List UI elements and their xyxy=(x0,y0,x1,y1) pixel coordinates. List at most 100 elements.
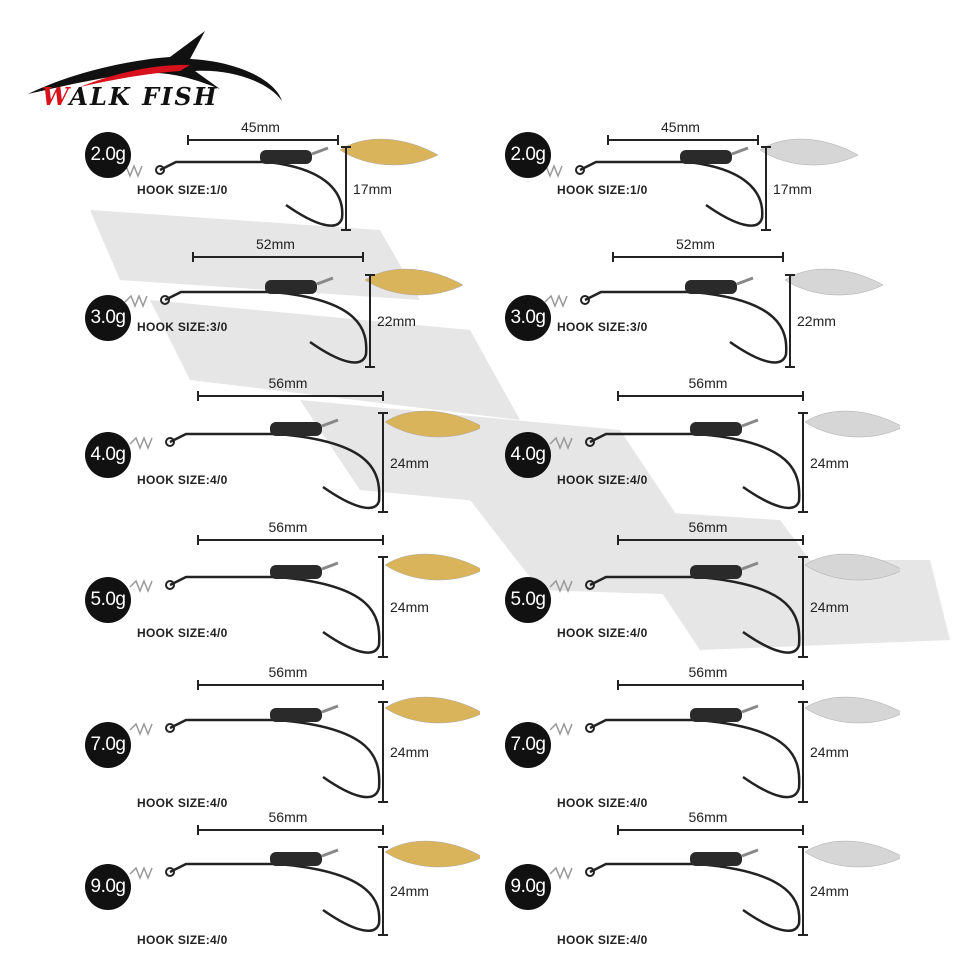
screw-spring-icon xyxy=(549,435,573,451)
screw-spring-icon xyxy=(124,293,148,309)
screw-spring-icon xyxy=(129,578,153,594)
length-dimension-line xyxy=(612,252,784,262)
weight-body xyxy=(270,565,322,579)
product-variant: 2.0g HOOK SIZE:1/0 45mm 17mm xyxy=(420,0,900,231)
length-label: 45mm xyxy=(661,119,700,135)
weight-body xyxy=(690,565,742,579)
weight-badge: 7.0g xyxy=(85,722,131,768)
screw-spring-icon xyxy=(129,721,153,737)
weight-badge: 3.0g xyxy=(505,295,551,341)
weight-badge: 5.0g xyxy=(85,577,131,623)
weight-body xyxy=(270,422,322,436)
hook-illustration xyxy=(549,391,900,513)
height-dimension-line xyxy=(785,274,795,368)
height-label: 24mm xyxy=(390,883,429,899)
product-variant: 5.0g HOOK SIZE:4/0 56mm 24mm xyxy=(0,0,480,658)
height-dimension-line xyxy=(798,556,808,658)
willow-blade xyxy=(804,840,900,868)
hook-size-label: HOOK SIZE:4/0 xyxy=(137,626,228,640)
willow-blade xyxy=(339,138,439,166)
height-dimension-line xyxy=(761,146,771,231)
length-dimension-line xyxy=(187,135,339,145)
hook-size-label: HOOK SIZE:3/0 xyxy=(137,320,228,334)
hook-size-label: HOOK SIZE:4/0 xyxy=(557,473,648,487)
weight-body xyxy=(685,280,737,294)
product-variant: 3.0g HOOK SIZE:3/0 52mm 22mm xyxy=(420,0,900,368)
weight-badge: 9.0g xyxy=(505,864,551,910)
length-label: 56mm xyxy=(268,519,308,535)
willow-blade xyxy=(759,138,859,166)
shark-logo-icon xyxy=(28,31,282,101)
length-dimension-line xyxy=(197,535,384,545)
product-variant: 9.0g HOOK SIZE:4/0 56mm 24mm xyxy=(420,0,900,947)
height-label: 17mm xyxy=(353,180,392,197)
height-label: 24mm xyxy=(810,454,849,471)
willow-blade xyxy=(384,410,480,438)
hook-size-label: HOOK SIZE:4/0 xyxy=(137,796,228,810)
height-label: 24mm xyxy=(810,744,849,760)
screw-spring-icon xyxy=(129,865,153,881)
height-label: 24mm xyxy=(390,599,429,615)
length-dimension-line xyxy=(617,825,804,835)
weight-body xyxy=(690,852,742,866)
willow-blade xyxy=(804,553,900,581)
height-dimension-line xyxy=(378,846,388,936)
screw-spring-icon xyxy=(549,578,573,594)
weight-badge: 4.0g xyxy=(505,432,551,478)
length-dimension-line xyxy=(617,391,804,401)
length-dimension-line xyxy=(192,252,364,262)
hook-illustration xyxy=(539,135,859,231)
willow-blade xyxy=(804,410,900,438)
height-label: 24mm xyxy=(810,599,849,615)
hook-size-label: HOOK SIZE:4/0 xyxy=(557,933,648,947)
hook-illustration xyxy=(129,825,480,936)
height-label: 24mm xyxy=(810,883,849,899)
weight-body xyxy=(690,708,742,722)
screw-spring-icon xyxy=(549,721,573,737)
height-dimension-line xyxy=(341,146,351,231)
willow-blade xyxy=(784,268,884,296)
product-variant: 3.0g HOOK SIZE:3/0 52mm 22mm xyxy=(0,0,480,368)
weight-badge: 2.0g xyxy=(85,132,131,178)
product-variant: 5.0g HOOK SIZE:4/0 56mm 24mm xyxy=(420,0,900,658)
screw-spring-icon xyxy=(549,865,573,881)
screw-spring-icon xyxy=(129,435,153,451)
hook-illustration xyxy=(549,825,900,936)
hook-illustration xyxy=(549,535,900,658)
hook-size-label: HOOK SIZE:1/0 xyxy=(137,183,228,197)
hook-illustration xyxy=(129,391,480,513)
weight-badge: 3.0g xyxy=(85,295,131,341)
willow-blade xyxy=(384,840,480,868)
length-dimension-line xyxy=(617,680,804,690)
weight-body xyxy=(270,708,322,722)
product-variant: 2.0g HOOK SIZE:1/0 45mm 17mm xyxy=(0,0,480,231)
length-dimension-line xyxy=(617,535,804,545)
height-label: 22mm xyxy=(797,313,836,329)
product-variant: 7.0g HOOK SIZE:4/0 56mm 24mm xyxy=(0,0,480,810)
weight-badge: 5.0g xyxy=(505,577,551,623)
hook-illustration xyxy=(129,680,480,803)
hook-size-label: HOOK SIZE:4/0 xyxy=(137,933,228,947)
weight-body xyxy=(270,852,322,866)
brand-logo: WALK FISH xyxy=(20,14,290,114)
hook-illustration xyxy=(549,680,900,803)
length-label: 52mm xyxy=(256,236,295,252)
logo-text: WALK FISH xyxy=(42,82,219,111)
product-variant: 9.0g HOOK SIZE:4/0 56mm 24mm xyxy=(0,0,480,947)
length-label: 52mm xyxy=(676,236,715,252)
height-dimension-line xyxy=(365,274,375,368)
weight-body xyxy=(260,150,312,164)
length-label: 56mm xyxy=(268,664,308,680)
height-dimension-line xyxy=(798,412,808,513)
length-label: 56mm xyxy=(688,664,728,680)
product-variant: 4.0g HOOK SIZE:4/0 56mm 24mm xyxy=(420,0,900,513)
hook-size-label: HOOK SIZE:4/0 xyxy=(557,796,648,810)
height-label: 24mm xyxy=(390,744,429,760)
screw-spring-icon xyxy=(544,293,568,309)
hook-size-label: HOOK SIZE:4/0 xyxy=(137,473,228,487)
length-label: 56mm xyxy=(688,519,728,535)
length-dimension-line xyxy=(607,135,759,145)
hook-illustration xyxy=(124,252,464,368)
length-label: 45mm xyxy=(241,119,280,135)
